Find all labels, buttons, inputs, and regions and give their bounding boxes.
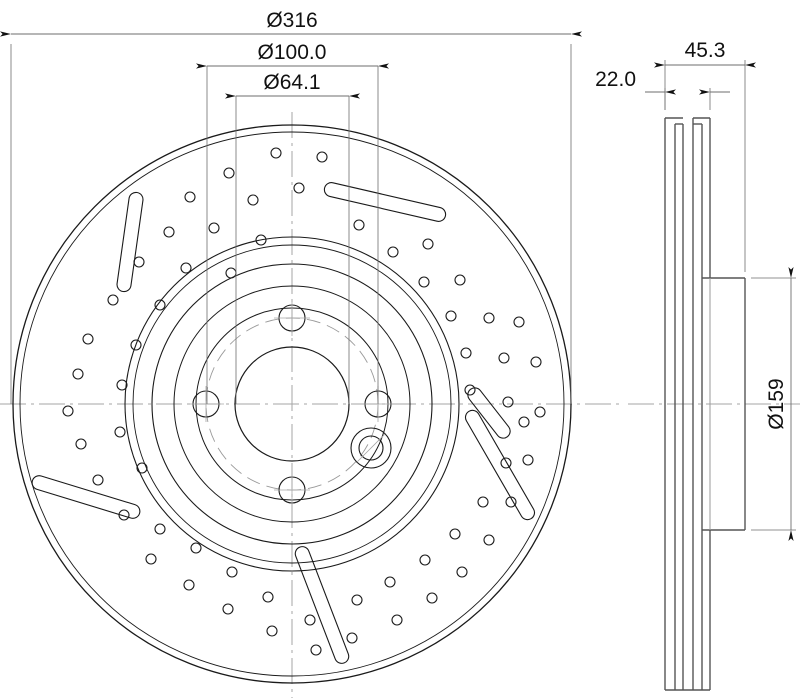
- slot-right: [464, 409, 536, 521]
- slot-group: [31, 182, 536, 664]
- dim-label-center-bore: Ø64.1: [263, 71, 320, 94]
- friction-ring-inner-circle: [124, 236, 460, 572]
- extraction-hole-outer: [350, 427, 392, 469]
- extraction-hole-mark: [356, 433, 386, 463]
- slot-lower-center: [294, 546, 350, 664]
- dim-hub-diameter: Ø159: [751, 267, 796, 541]
- slot-lower-left: [31, 475, 141, 519]
- slot-upper-left: [116, 191, 144, 293]
- extraction-hole-inner: [358, 435, 384, 461]
- dim-disc-thickness: 22.0: [595, 68, 730, 110]
- dim-label-overall-height: 45.3: [685, 39, 726, 62]
- friction-ring-section: [664, 117, 711, 691]
- extraction-hole-group: [350, 427, 392, 469]
- disc-chamfer-circle: [19, 131, 565, 677]
- slot-right-upper: [467, 387, 511, 439]
- hub-step-circle: [173, 285, 411, 523]
- side-view-group: 45.3 22.0 Ø159: [595, 39, 800, 691]
- dim-outer-diameter: Ø316: [0, 9, 582, 404]
- friction-ring-transition-circle: [132, 244, 452, 564]
- hub-section: [702, 277, 746, 531]
- bolt-hole-centermarks: [188, 300, 396, 508]
- front-view-group: Ø316 Ø100.0 Ø64.1: [0, 9, 620, 698]
- dim-label-outer-diameter: Ø316: [266, 9, 317, 32]
- dim-label-disc-thickness: 22.0: [595, 68, 636, 91]
- slot-upper-right: [323, 182, 447, 222]
- dim-overall-height: 45.3: [654, 39, 756, 272]
- dim-label-bolt-circle: Ø100.0: [258, 41, 327, 64]
- dim-bolt-circle: Ø100.0: [196, 41, 389, 404]
- dim-label-hub-diameter: Ø159: [765, 378, 788, 429]
- hub-outer-circle: [151, 263, 433, 545]
- drilled-hole-group: [62, 147, 546, 656]
- front-view-centerlines: [0, 112, 620, 698]
- dim-center-bore: Ø64.1: [225, 71, 360, 404]
